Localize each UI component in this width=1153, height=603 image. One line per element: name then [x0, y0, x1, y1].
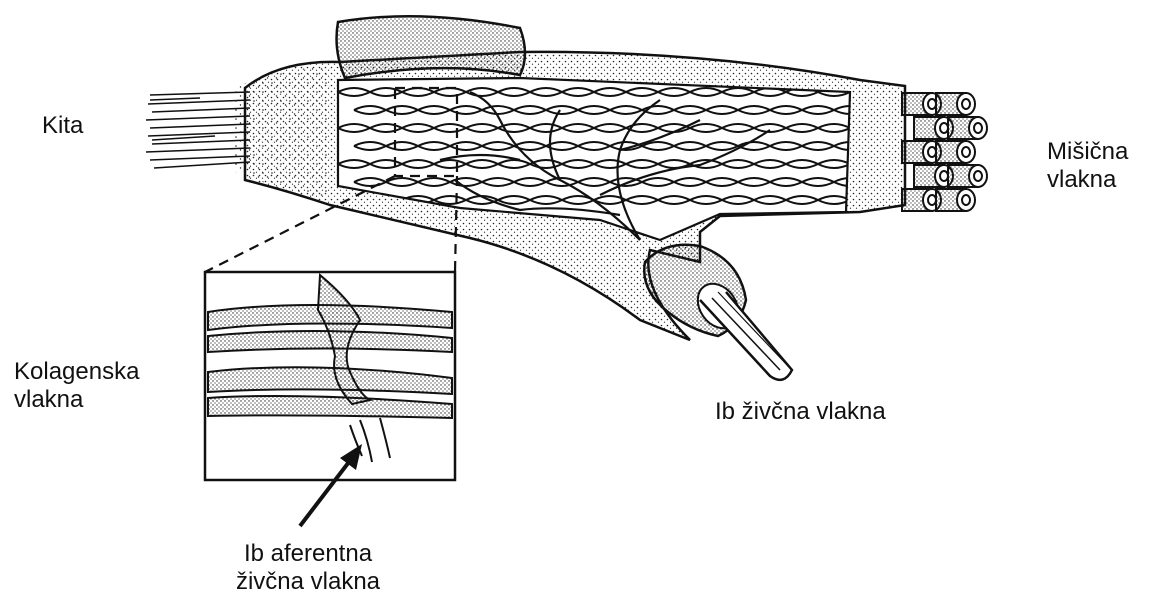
label-muscle-fibers-line2: vlakna	[1047, 166, 1128, 194]
label-ib-afferent-line1: Ib aferentna	[218, 540, 398, 568]
tendon-fibers	[146, 92, 250, 168]
label-tendon: Kita	[42, 112, 83, 140]
label-collagen-line1: Kolagenska	[14, 358, 139, 386]
label-muscle-fibers: Mišična vlakna	[1047, 138, 1128, 194]
capsule-flap	[337, 16, 525, 78]
ib-nerve-sheath	[644, 245, 792, 380]
muscle-fiber-end	[936, 93, 975, 115]
label-ib-afferent-line2: živčna vlakna	[218, 568, 398, 596]
muscle-fiber-end	[936, 189, 975, 211]
muscle-fibers	[902, 93, 987, 211]
muscle-fiber-end	[936, 141, 975, 163]
label-ib-afferent: Ib aferentna živčna vlakna	[218, 540, 398, 596]
muscle-fiber-end	[948, 165, 987, 187]
inset-panel	[205, 272, 455, 480]
label-collagen-line2: vlakna	[14, 386, 139, 414]
muscle-fiber-end	[948, 117, 987, 139]
label-collagen-fibers: Kolagenska vlakna	[14, 358, 139, 414]
label-muscle-fibers-line1: Mišična	[1047, 138, 1128, 166]
label-ib-nerve-fiber: Ib živčna vlakna	[715, 398, 886, 426]
